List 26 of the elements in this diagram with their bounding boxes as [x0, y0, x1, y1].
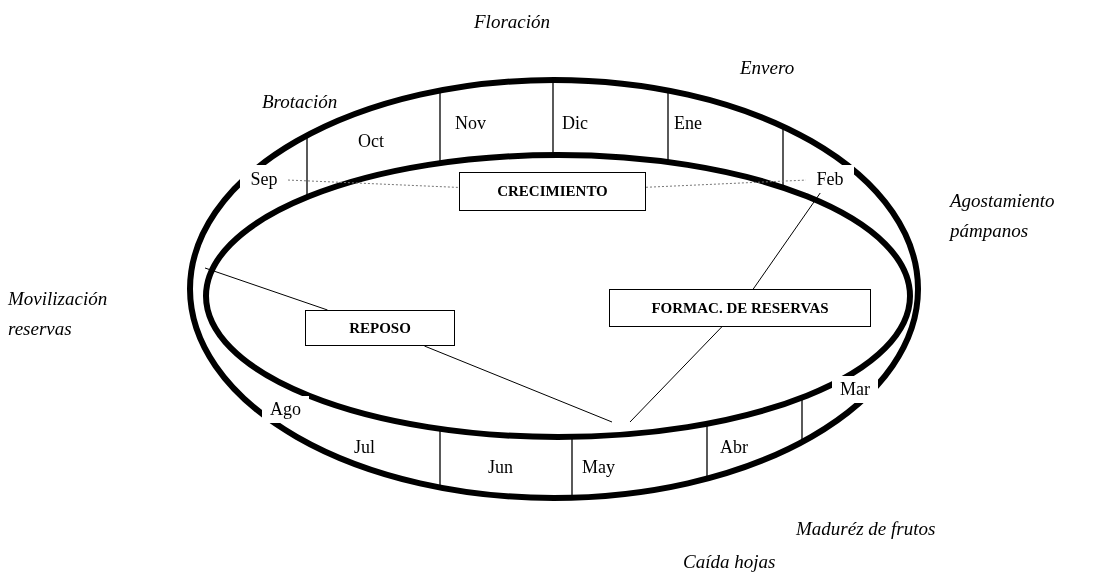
stage-label: Movilización reservas	[8, 287, 109, 341]
month-label: Nov	[455, 112, 486, 135]
line	[423, 345, 613, 423]
month-label: Mar	[832, 376, 878, 403]
line	[752, 192, 821, 290]
month-label: Ene	[674, 112, 702, 135]
phase-box: FORMAC. DE RESERVAS	[609, 289, 871, 327]
phase-box: CRECIMIENTO	[459, 172, 646, 211]
stage-label: Maduréz de frutos	[796, 517, 936, 541]
phase-box: REPOSO	[305, 310, 455, 346]
stage-label: Agostamiento pámpanos	[950, 189, 1056, 243]
line	[204, 267, 328, 311]
month-label: Dic	[562, 112, 588, 135]
month-label: May	[582, 456, 615, 479]
month-label: Oct	[358, 130, 384, 153]
month-label: Feb	[806, 165, 854, 193]
month-label: Jul	[354, 436, 375, 459]
month-label: Abr	[720, 436, 748, 459]
stage-label: Envero	[740, 56, 795, 80]
line	[629, 326, 723, 423]
stage-label: Caída hojas	[683, 550, 776, 572]
month-label: Jun	[488, 456, 513, 479]
stage-label: Floración	[474, 10, 550, 34]
month-label: Ago	[262, 396, 309, 423]
stage-label: Brotación	[262, 90, 338, 114]
dotted-line	[645, 179, 807, 188]
